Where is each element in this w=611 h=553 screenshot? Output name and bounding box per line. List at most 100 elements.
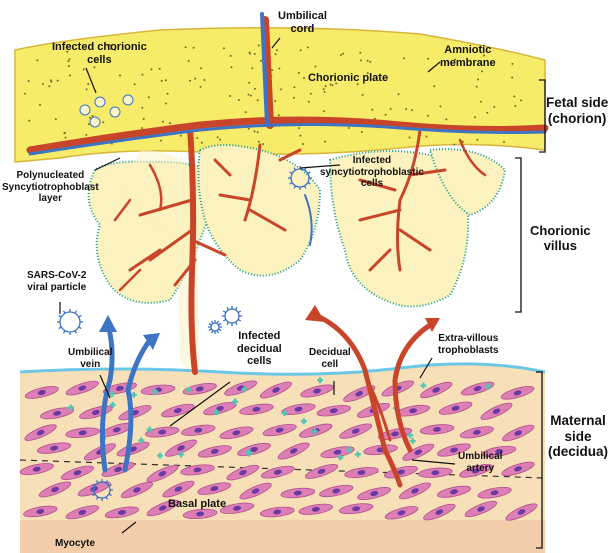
plate-dot xyxy=(223,47,225,49)
plate-dot xyxy=(503,141,505,143)
plate-dot xyxy=(361,131,363,133)
plate-dot xyxy=(219,139,221,141)
plate-dot xyxy=(411,109,413,111)
plate-dot xyxy=(314,66,316,68)
label-infected-decidual: Infected decidual cells xyxy=(237,330,282,368)
plate-dot xyxy=(511,77,513,79)
plate-dot xyxy=(248,82,250,84)
plate-dot xyxy=(280,88,282,90)
plate-dot xyxy=(89,117,91,119)
plate-dot xyxy=(513,95,515,97)
plate-dot xyxy=(405,108,407,110)
plate-dot xyxy=(262,143,264,145)
label-extra-villous: Extra-villous trophoblasts xyxy=(438,333,499,356)
plate-dot xyxy=(427,115,429,117)
plate-dot xyxy=(300,49,302,51)
label-myocyte: Myocyte xyxy=(55,538,95,550)
plate-dot xyxy=(160,140,162,142)
plate-dot xyxy=(188,60,190,62)
plate-dot xyxy=(229,95,231,97)
plate-dot xyxy=(520,100,522,102)
plate-dot xyxy=(359,52,361,54)
plate-dot xyxy=(231,66,233,68)
plate-dot xyxy=(439,105,441,107)
plate-dot xyxy=(348,127,350,129)
plate-dot xyxy=(299,135,301,137)
plate-dot xyxy=(36,59,38,61)
label-chorionic-villus: Chorionic villus xyxy=(530,224,591,254)
plate-dot xyxy=(57,80,59,82)
plate-dot xyxy=(141,107,143,109)
plate-dot xyxy=(323,110,325,112)
plate-dot xyxy=(217,136,219,138)
plate-dot xyxy=(245,111,247,113)
plate-dot xyxy=(162,121,164,123)
plate-dot xyxy=(251,67,253,69)
plate-dot xyxy=(324,91,326,93)
plate-dot xyxy=(298,127,300,129)
plate-dot xyxy=(65,137,67,139)
plate-dot xyxy=(203,79,205,81)
plate-dot xyxy=(480,101,482,103)
plate-dot xyxy=(88,123,90,125)
plate-dot xyxy=(143,118,145,120)
label-amniotic-membrane: Amniotic membrane xyxy=(440,44,496,69)
plate-dot xyxy=(87,83,89,85)
plate-dot xyxy=(159,68,161,70)
plate-dot xyxy=(248,128,250,130)
plate-dot xyxy=(390,108,392,110)
label-decidual-cell: Decidual cell xyxy=(309,347,351,370)
label-umbilical-vein: Umbilical vein xyxy=(68,347,112,370)
label-chorionic-plate: Chorionic plate xyxy=(308,72,388,85)
plate-dot xyxy=(258,141,260,143)
plate-dot xyxy=(254,130,256,132)
plate-dot xyxy=(298,72,300,74)
plate-dot xyxy=(385,114,387,116)
plate-dot xyxy=(474,116,476,118)
plate-dot xyxy=(271,69,273,71)
plate-dot xyxy=(42,83,44,85)
plate-dot xyxy=(360,59,362,61)
plate-dot xyxy=(165,79,167,81)
plate-dot xyxy=(141,127,143,129)
plate-dot xyxy=(477,78,479,80)
plate-dot xyxy=(371,109,373,111)
plate-dot xyxy=(308,101,310,103)
plate-dot xyxy=(102,121,104,123)
plate-dot xyxy=(50,79,52,81)
plate-dot xyxy=(169,122,171,124)
plate-dot xyxy=(367,60,369,62)
plate-dot xyxy=(278,68,280,70)
plate-dot xyxy=(342,53,344,55)
plate-dot xyxy=(278,114,280,116)
plate-dot xyxy=(476,139,478,141)
plate-dot xyxy=(257,131,259,133)
plate-dot xyxy=(302,143,304,145)
plate-dot xyxy=(276,49,278,51)
plate-dot xyxy=(303,77,305,79)
plate-dot xyxy=(50,81,52,83)
label-umbilical-artery: Umbilical artery xyxy=(458,451,502,474)
plate-dot xyxy=(193,47,195,49)
plate-dot xyxy=(39,104,41,106)
plate-dot xyxy=(180,135,182,137)
plate-dot xyxy=(200,86,202,88)
plate-dot xyxy=(28,120,30,122)
plate-dot xyxy=(85,134,87,136)
label-sars-cov-2: SARS-CoV-2 viral particle xyxy=(27,270,86,293)
plate-dot xyxy=(310,93,312,95)
plate-dot xyxy=(63,132,65,134)
plate-dot xyxy=(185,46,187,48)
label-umbilical-cord: Umbilical cord xyxy=(278,10,327,35)
plate-dot xyxy=(493,106,495,108)
plate-dot xyxy=(426,136,428,138)
plate-dot xyxy=(24,93,26,95)
plate-dot xyxy=(230,55,232,57)
plate-dot xyxy=(161,80,163,82)
label-infected-syncytio: Infected syncytiotrophoblastic cells xyxy=(320,155,424,190)
plate-dot xyxy=(257,99,259,101)
label-maternal-side: Maternal side (decidua) xyxy=(548,413,608,460)
plate-dot xyxy=(83,68,85,70)
plate-dot xyxy=(248,94,250,96)
plate-dot xyxy=(362,94,364,96)
